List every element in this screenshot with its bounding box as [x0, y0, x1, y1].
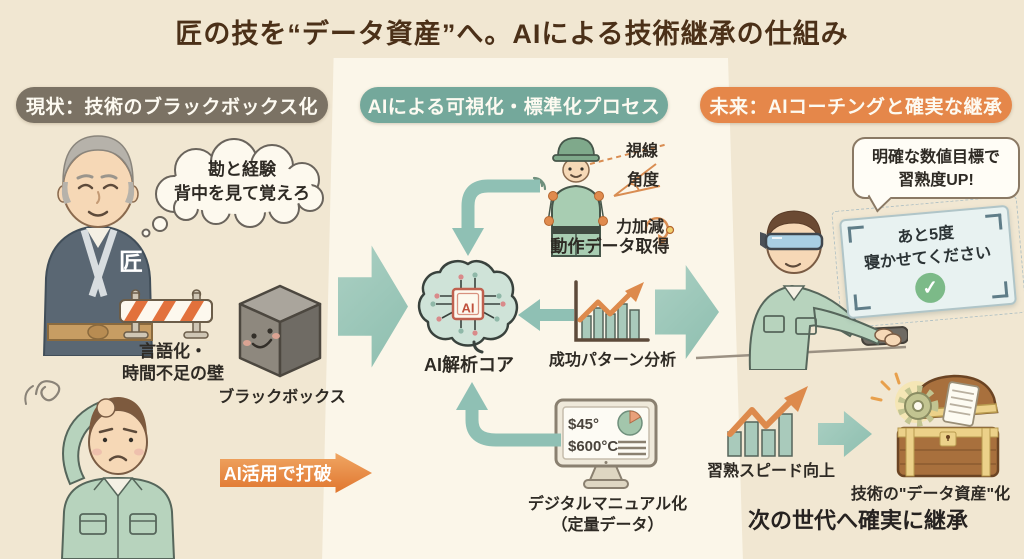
gear-icon — [897, 385, 939, 427]
sensor-label-angle: 角度 — [627, 172, 660, 189]
ar-worker-illustration — [695, 210, 908, 370]
speed-caption: 習熟スピード向上 — [706, 463, 835, 480]
speech-line-2: 習熟度UP! — [898, 172, 974, 190]
worry-squiggle-icon — [34, 380, 61, 402]
ar-corner-bracket — [853, 293, 871, 311]
master-kanji-mark: 匠 — [119, 249, 143, 276]
manual-line-1: デジタルマニュアル化 — [527, 496, 688, 513]
sensor-label-force: 力加減 — [616, 219, 665, 236]
monitor-value-1: $45° — [568, 416, 599, 433]
breakthrough-arrow: AI活用で打破 — [220, 453, 372, 493]
pattern-caption: 成功パターン分析 — [548, 352, 677, 369]
arrow-worker-to-ai — [452, 179, 540, 256]
thought-bubble-text: 勘と経験 背中を見て覚えろ — [152, 158, 332, 206]
pattern-chart-icon — [574, 280, 650, 342]
blackbox-icon — [238, 284, 322, 378]
document-scroll-icon — [942, 381, 980, 427]
digital-manual-monitor-icon: $45° $600°C — [554, 398, 658, 489]
ai-core-caption: AI解析コア — [424, 355, 514, 375]
page-title: 匠の技を“データ資産”へ。AIによる技術継承の仕組み — [175, 19, 849, 49]
angle-glyph-icon — [613, 163, 661, 197]
ai-chip-label: AI — [462, 300, 475, 315]
list-lines-icon — [618, 440, 646, 456]
sensor-label-gaze: 視線 — [626, 143, 659, 160]
manual-caption: デジタルマニュアル化 （定量データ） — [520, 494, 695, 536]
ar-glasses-icon — [764, 232, 824, 251]
manual-line-2: （定量データ） — [551, 517, 664, 535]
thought-line-2: 背中を見て覚えろ — [174, 183, 310, 203]
ar-corner-bracket — [985, 213, 1003, 231]
check-icon: ✓ — [914, 272, 947, 305]
ar-glasses-temple — [760, 232, 766, 249]
monitor-value-2: $600°C — [568, 438, 618, 455]
ar-corner-bracket — [991, 281, 1009, 299]
ar-corner-bracket — [847, 225, 865, 243]
breakthrough-arrow-label: AI活用で打破 — [223, 464, 332, 484]
circuit-dots-icon — [430, 272, 506, 336]
thought-line-1: 勘と経験 — [208, 160, 276, 179]
sparkle-icon — [870, 372, 901, 402]
ar-screen: あと5度 寝かせてください ✓ — [838, 204, 1018, 320]
badge-current: 現状：技術のブラックボックス化 — [16, 87, 328, 123]
asset-caption: 技術の"データ資産"化 — [850, 486, 1011, 503]
speed-chart-icon — [727, 386, 808, 457]
force-glyph-icon — [644, 216, 675, 246]
arrow-monitor-to-ai — [456, 382, 561, 447]
treasure-chest-icon — [870, 372, 1000, 478]
coaching-speech-bubble: 明確な数値目標で 習熟度UP! — [852, 137, 1020, 213]
ai-core-icon: AI — [417, 260, 519, 354]
motion-data-caption: 動作データ取得 — [550, 237, 670, 256]
badge-process: AIによる可視化・標準化プロセス — [360, 87, 668, 123]
barrier-line-1: 言語化・ — [139, 342, 207, 361]
legacy-caption: 次の世代へ確実に継承 — [747, 508, 968, 533]
arrow-chart-to-ai — [518, 299, 574, 331]
barrier-icon — [119, 289, 213, 339]
sensor-worker-illustration — [532, 137, 675, 257]
speech-line-1: 明確な数値目標で — [871, 149, 1000, 166]
badge-future: 未来：AIコーチングと確実な継承 — [700, 87, 1012, 123]
blackbox-label: ブラックボックス — [218, 389, 346, 406]
master-craftsman-illustration: 匠 — [42, 135, 154, 356]
barrier-label: 言語化・ 時間不足の壁 — [98, 341, 248, 386]
sensor-dots-icon — [544, 191, 608, 226]
barrier-line-2: 時間不足の壁 — [122, 364, 224, 384]
thought-bubble-icon — [141, 138, 324, 238]
apprentice-illustration — [24, 380, 176, 559]
